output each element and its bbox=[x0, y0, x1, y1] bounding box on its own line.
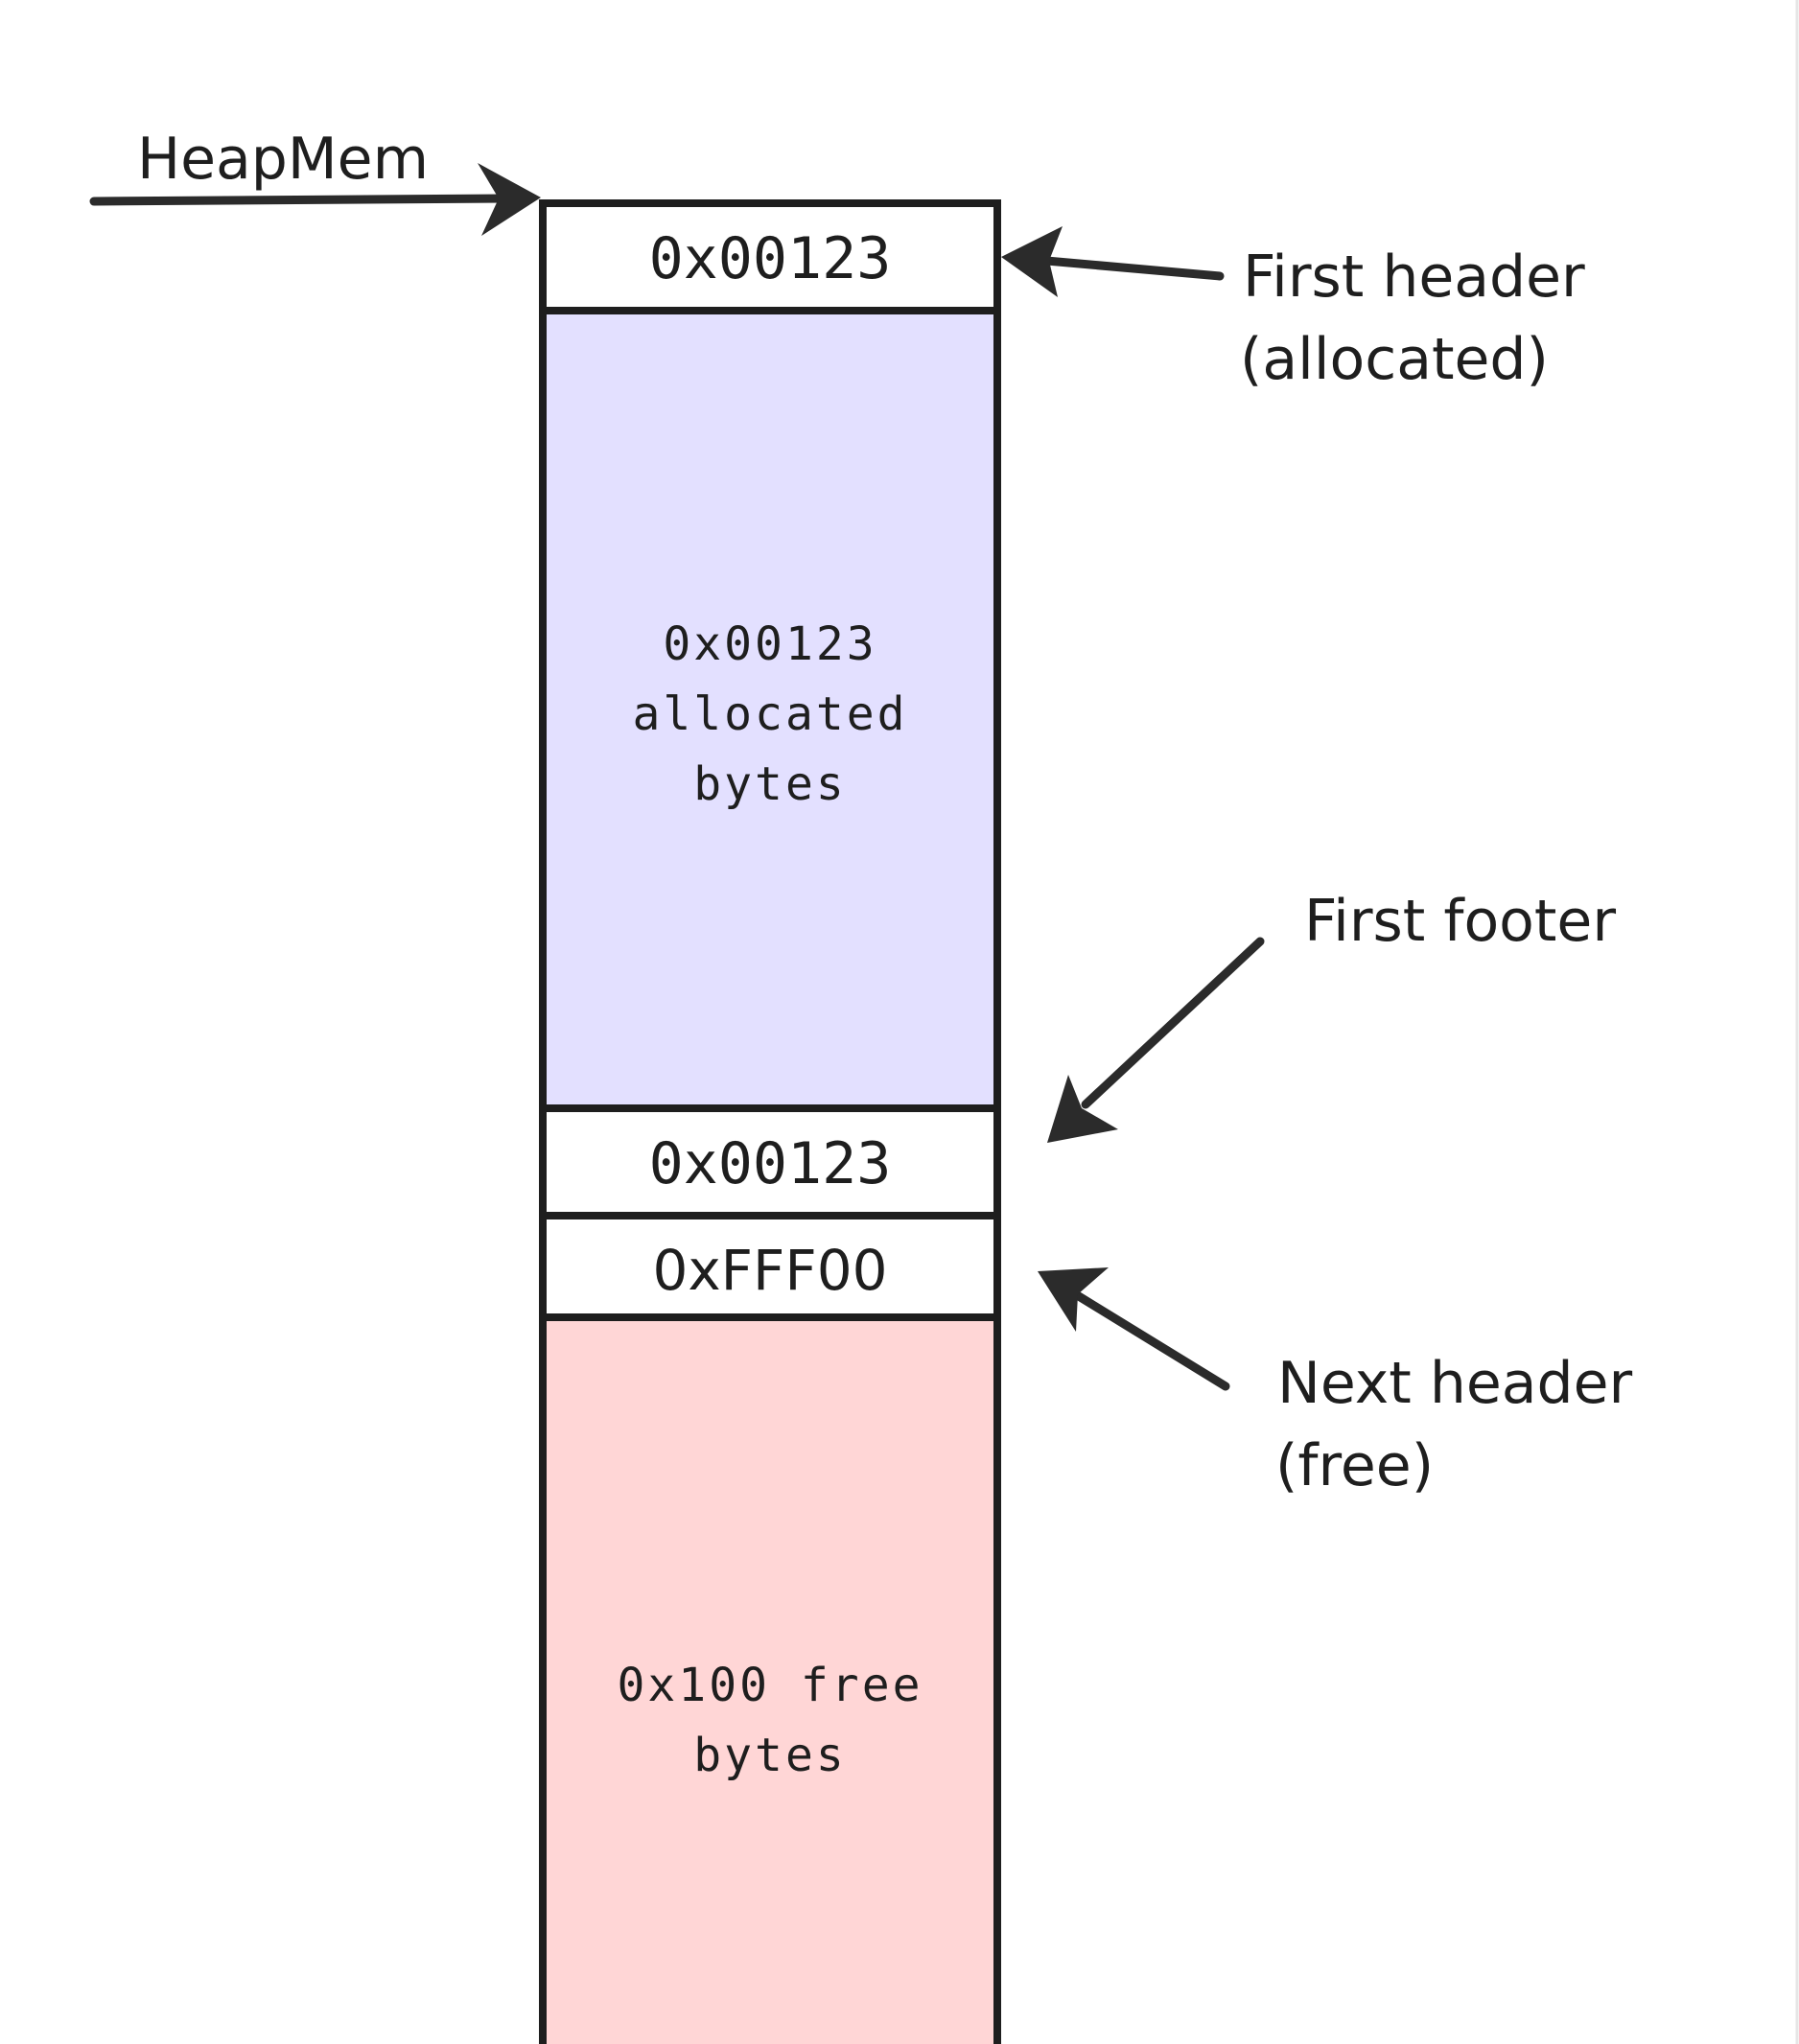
heapmem-arrow bbox=[89, 163, 541, 236]
free-line-2: bytes bbox=[693, 1729, 847, 1782]
first-header-annotation-line-1: First header bbox=[1243, 244, 1585, 311]
block-texts: 0x00123 0x00123 allocated bytes 0x00123 … bbox=[618, 225, 923, 1782]
memory-column bbox=[539, 199, 1001, 2044]
first-header-value: 0x00123 bbox=[649, 225, 892, 292]
first-footer-arrow bbox=[1047, 937, 1265, 1143]
next-header-arrow bbox=[1038, 1267, 1230, 1391]
allocated-region-block bbox=[539, 307, 1001, 1112]
first-header-annotation-line-2: (allocated) bbox=[1240, 326, 1549, 393]
heapmem-label: HeapMem bbox=[137, 126, 429, 193]
next-header-annotation-line-1: Next header bbox=[1277, 1350, 1633, 1417]
next-header-value: 0xFFF00 bbox=[652, 1238, 887, 1303]
first-footer-value: 0x00123 bbox=[649, 1130, 892, 1197]
first-footer-annotation: First footer bbox=[1304, 888, 1616, 955]
allocated-line-2: allocated bbox=[632, 687, 907, 741]
free-line-1: 0x100 free bbox=[618, 1659, 923, 1712]
free-region-block bbox=[539, 1313, 1001, 2044]
next-header-annotation-line-2: (free) bbox=[1275, 1432, 1434, 1499]
allocated-line-1: 0x00123 bbox=[663, 617, 876, 671]
allocated-line-3: bytes bbox=[693, 757, 847, 811]
first-header-arrow bbox=[1001, 226, 1225, 297]
